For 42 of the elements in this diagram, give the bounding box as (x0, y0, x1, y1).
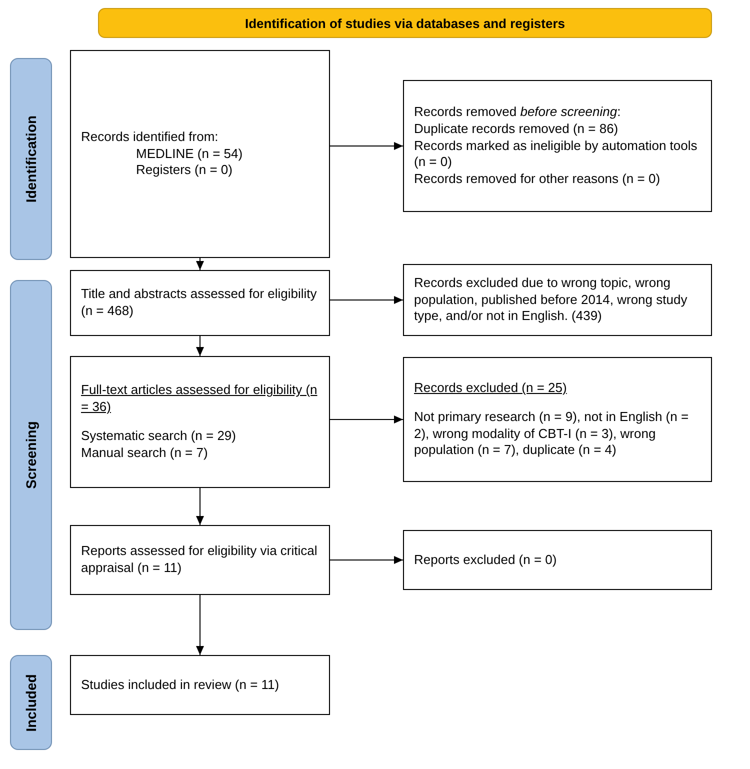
process-box (70, 655, 330, 715)
box-text: Registers (n = 0) (135, 162, 234, 180)
stage-label-band (10, 58, 52, 260)
arrow (330, 416, 404, 424)
process-box (403, 80, 712, 212)
arrow (196, 258, 204, 270)
box-text: Records removed before screening: (414, 104, 622, 121)
banner-title: Identification of studies via databases and registers (244, 16, 566, 30)
process-box (70, 50, 330, 258)
box-text: Systematic search (n = 29) (81, 428, 237, 445)
box-text: Reports assessed for eligibility via critical appraisal (n = 11) (81, 543, 318, 577)
arrow (196, 336, 204, 356)
box-text: Studies included in review (n = 11) (81, 676, 280, 694)
box-text: Records removed for other reasons (n = 0) (414, 171, 662, 188)
stage-label-band (10, 280, 52, 630)
process-box (70, 356, 330, 488)
stage-label: Screening (23, 421, 39, 489)
process-box (70, 270, 330, 336)
box-text: Records marked as ineligible by automation tools (n = 0) (414, 138, 698, 172)
arrow (196, 594, 204, 656)
box-text: Manual search (n = 7) (81, 444, 209, 462)
process-box (403, 264, 712, 336)
arrow (330, 296, 404, 304)
box-text: Full-text articles assessed for eligibility (n = 36) (81, 382, 318, 416)
box-text: Records excluded (n = 25) (414, 380, 568, 397)
stage-label: Included (23, 674, 39, 732)
box-text: Records identified from: (81, 128, 220, 146)
box-text: Not primary research (n = 9), not in English (n = 2), wrong modality of CBT-I (n = 3), wrong population (n = 7), duplicate (n = 4) (414, 408, 690, 460)
box-text: Records excluded due to wrong topic, wrong population, published before 2014, wrong study type, and/or not in English. (439) (414, 274, 688, 326)
box-text: Duplicate records removed (n = 86) (414, 120, 620, 138)
section-banner (98, 8, 712, 38)
process-box (403, 530, 712, 590)
arrow (330, 142, 404, 150)
box-text: Reports excluded (n = 0) (414, 552, 558, 568)
box-text: MEDLINE (n = 54) (135, 146, 244, 162)
box-text: Title and abstracts assessed for eligibility (n = 468) (81, 286, 318, 320)
process-box (403, 357, 712, 482)
arrow (330, 556, 404, 564)
arrow (196, 488, 204, 526)
stage-label: Identification (23, 115, 39, 203)
process-box (70, 525, 330, 595)
stage-label-band (10, 655, 52, 750)
